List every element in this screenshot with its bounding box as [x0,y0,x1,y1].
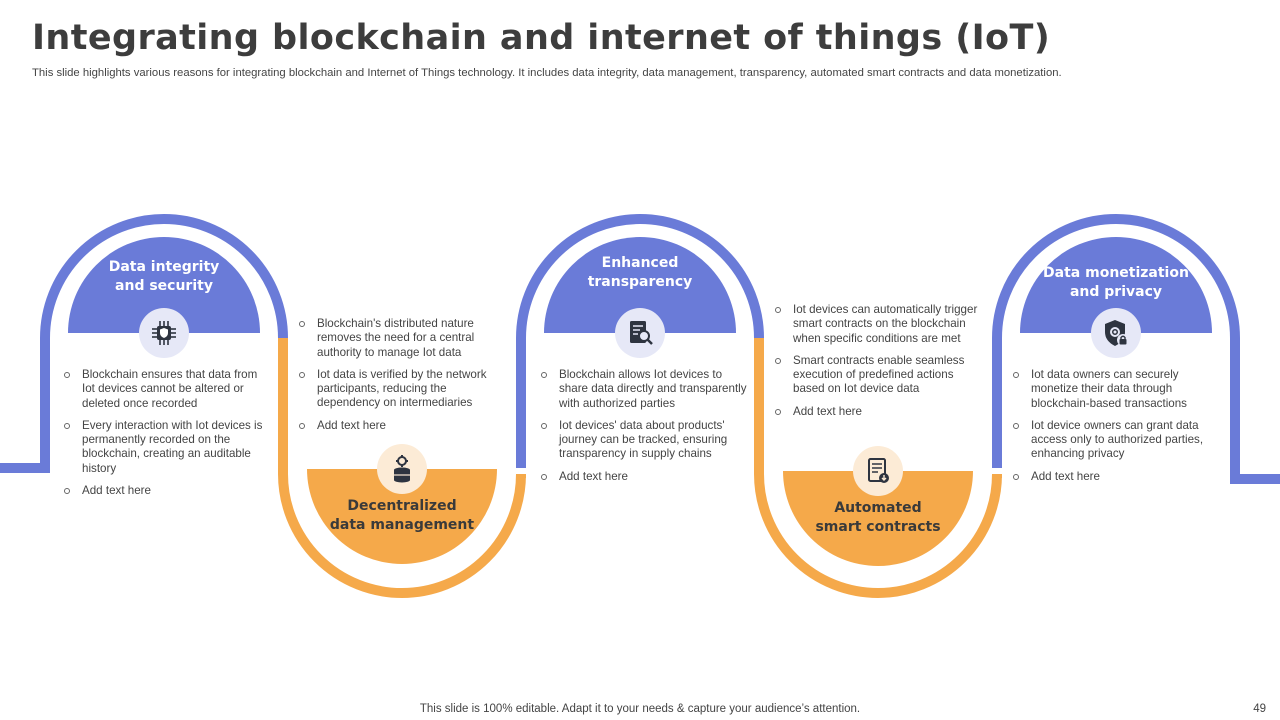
blue-connector-path [0,214,1280,484]
slide-title: Integrating blockchain and internet of t… [32,18,1051,58]
database-gear-icon [394,455,410,483]
stage-3-shape [544,237,736,333]
list-item: Iot devices' data about products' journe… [541,419,747,462]
footer-note: This slide is 100% editable. Adapt it to… [419,703,861,715]
shield-lock-icon [1105,320,1129,346]
security-chip-icon [152,321,176,345]
list-item: Iot data owners can securely monetize th… [1013,368,1219,411]
list-item: Blockchain ensures that data from Iot de… [64,368,270,411]
stage-5-icon-circle [1091,308,1141,358]
stage-2-label: Decentralized data management [329,498,475,533]
page-number: 49 [1253,703,1266,715]
stage-1-icon-circle [139,308,189,358]
stage-1-shape [68,237,260,333]
list-item: Add text here [299,419,505,433]
stage-3-icon-circle [615,308,665,358]
stage-2-bullets: Blockchain's distributed nature removes … [299,317,505,441]
list-item: Every interaction with Iot devices is pe… [64,419,270,476]
list-item: Add text here [64,484,270,498]
stage-4-bullets: Iot devices can automatically trigger sm… [775,303,981,427]
stage-4-shape [783,471,973,566]
list-item: Add text here [1013,470,1219,484]
stage-5-bullets: Iot data owners can securely monetize th… [1013,368,1219,492]
slide-subtitle: This slide highlights various reasons fo… [32,67,1062,79]
document-search-icon [630,321,653,345]
list-item: Add text here [775,405,981,419]
list-item: Add text here [541,470,747,484]
stage-5-label: Data monetization and privacy [1043,265,1189,300]
stage-1-label: Data integrity and security [108,259,220,294]
contract-icon [868,458,889,483]
stage-2-shape [307,469,497,564]
stage-4-label: Automated smart contracts [815,500,941,535]
list-item: Smart contracts enable seamless executio… [775,354,981,397]
list-item: Blockchain allows Iot devices to share d… [541,368,747,411]
stage-4-icon-circle [853,446,903,496]
list-item: Blockchain's distributed nature removes … [299,317,505,360]
stage-3-bullets: Blockchain allows Iot devices to share d… [541,368,747,492]
stage-3-label: Enhanced transparency [587,255,693,290]
list-item: Iot data is verified by the network part… [299,368,505,411]
list-item: Iot devices can automatically trigger sm… [775,303,981,346]
stage-1-bullets: Blockchain ensures that data from Iot de… [64,368,270,506]
stage-2-icon-circle [377,444,427,494]
stage-5-shape [1020,237,1212,333]
list-item: Iot device owners can grant data access … [1013,419,1219,462]
orange-connector-path [278,338,1002,598]
